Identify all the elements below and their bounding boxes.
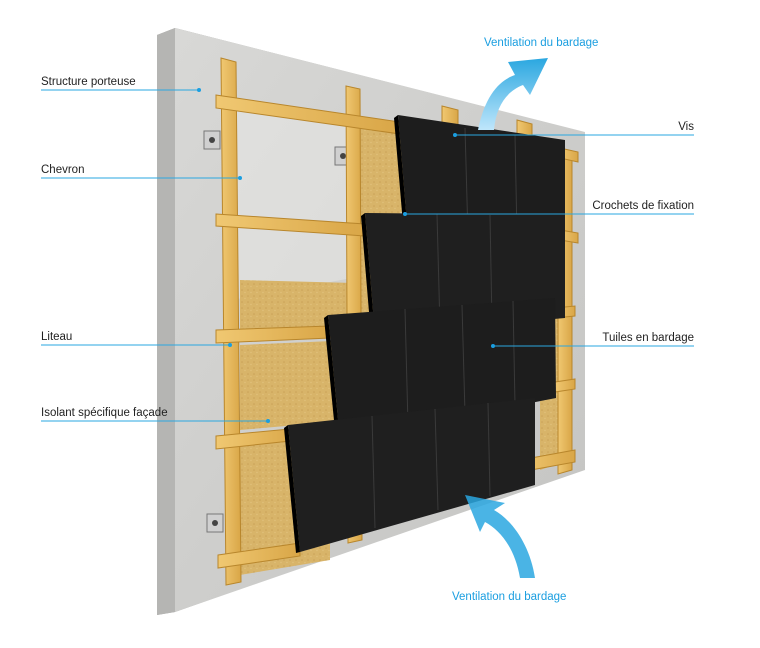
leader-lines xyxy=(41,89,694,422)
label-structure-porteuse: Structure porteuse xyxy=(41,76,136,88)
label-vis: Vis xyxy=(678,121,694,133)
label-ventilation-bottom: Ventilation du bardage xyxy=(452,591,567,603)
label-liteau: Liteau xyxy=(41,331,73,343)
label-chevron: Chevron xyxy=(41,164,85,176)
tile-row-4 xyxy=(284,398,535,553)
label-crochets-fixation: Crochets de fixation xyxy=(592,200,694,212)
ventilation-arrow-bottom xyxy=(465,495,535,578)
label-tuiles-bardage: Tuiles en bardage xyxy=(602,332,694,344)
label-isolant: Isolant spécifique façade xyxy=(41,407,168,419)
label-ventilation-top: Ventilation du bardage xyxy=(484,37,599,49)
ventilation-arrow-top xyxy=(478,58,548,130)
tile-row-1 xyxy=(394,115,565,237)
bracket-icon xyxy=(206,513,224,533)
leader-dots xyxy=(197,88,495,423)
cladding-tiles xyxy=(284,115,565,553)
bracket-icon xyxy=(203,130,221,150)
